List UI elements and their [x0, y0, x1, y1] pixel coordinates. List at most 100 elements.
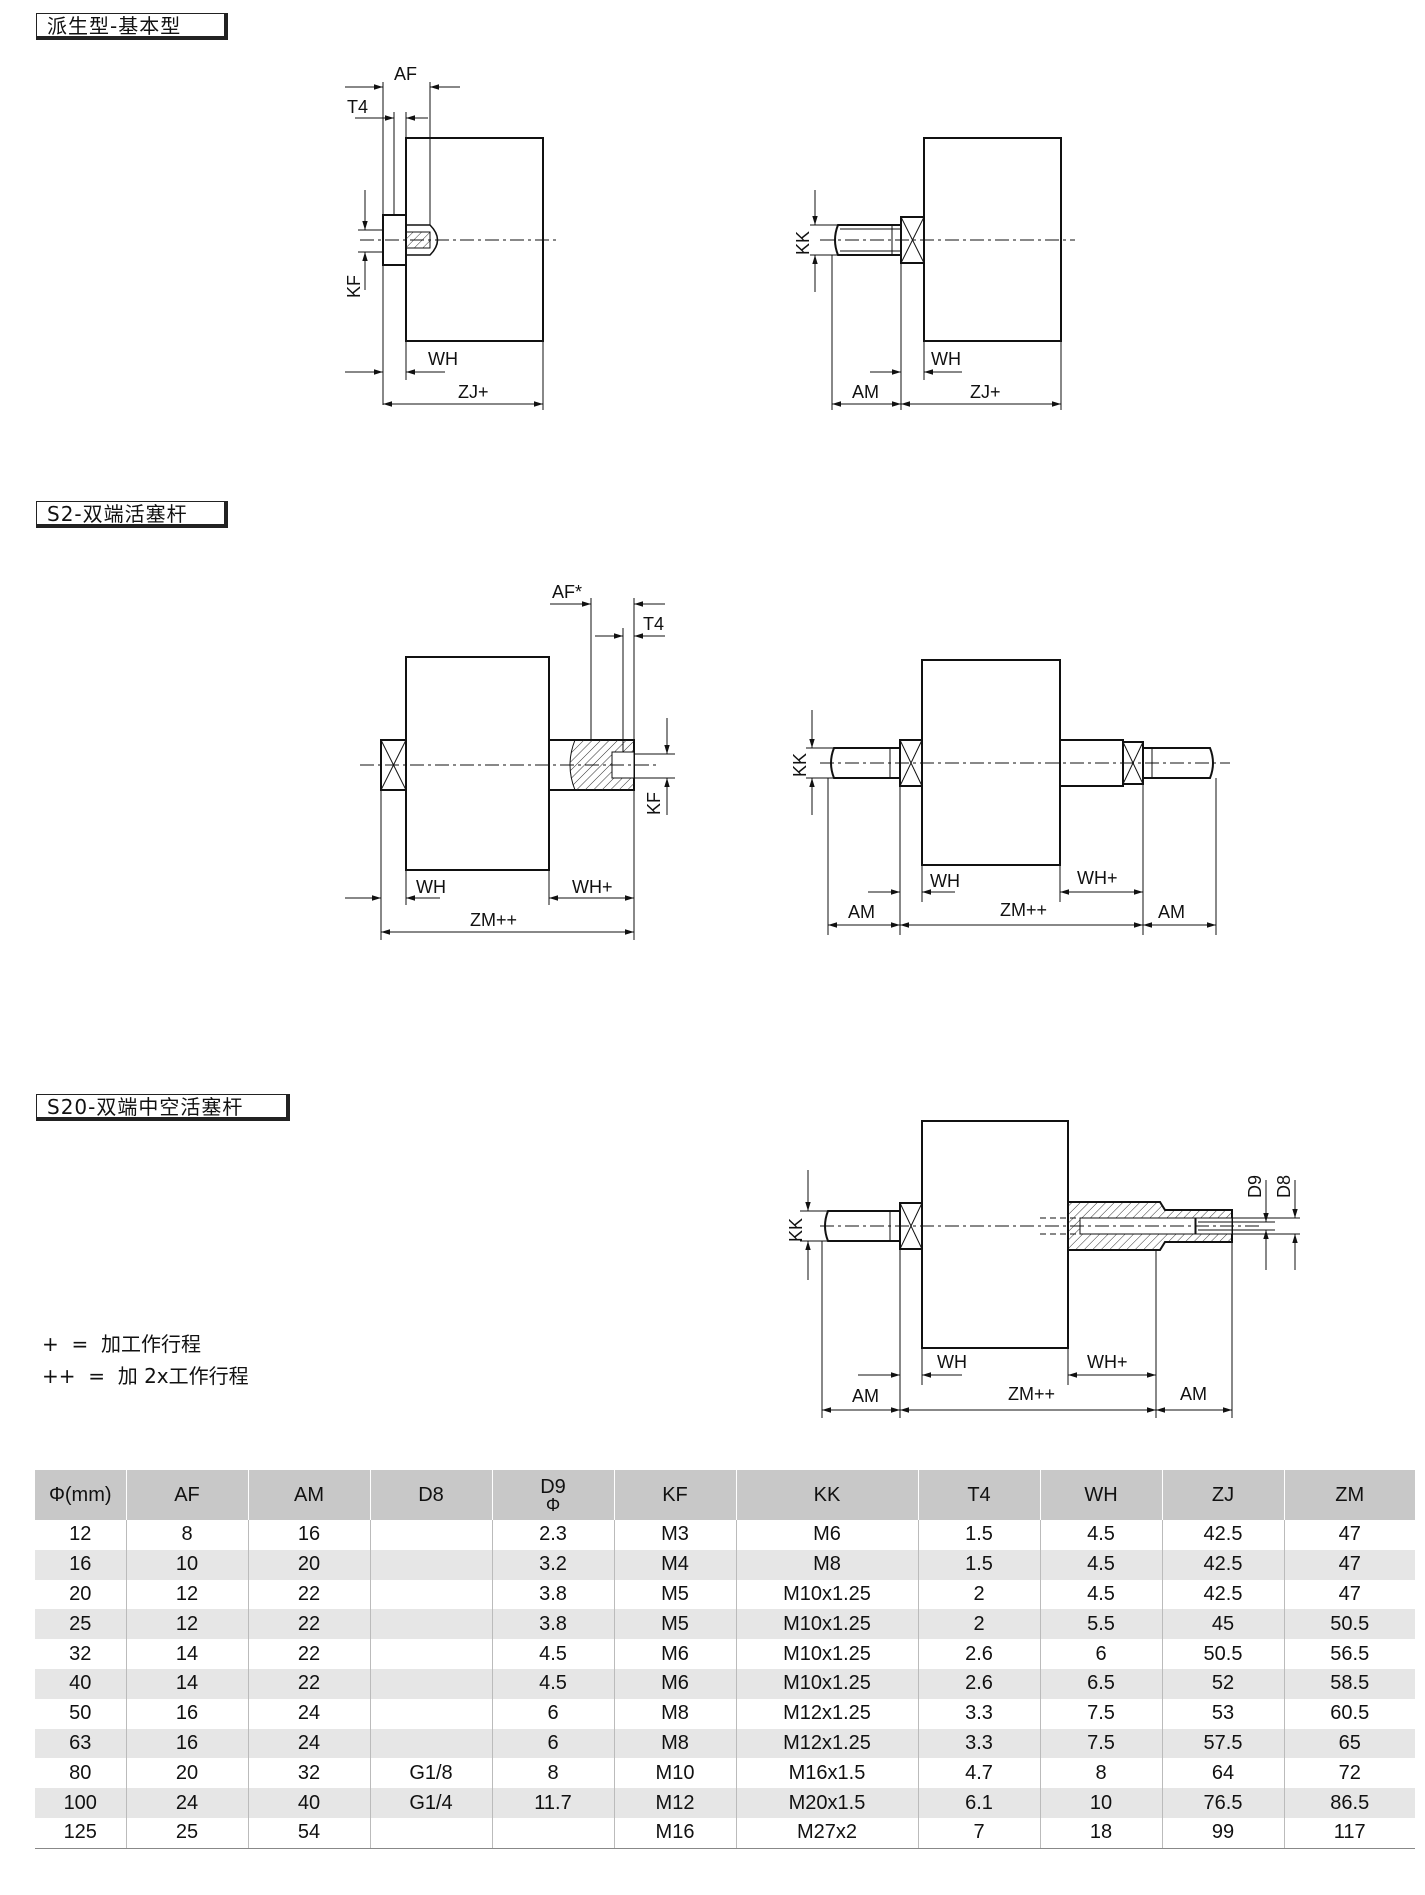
cell-d8 — [369, 1520, 492, 1550]
cell-am: 32 — [247, 1758, 370, 1789]
cell-zj: 42.5 — [1161, 1549, 1284, 1580]
cell-zj: 50.5 — [1161, 1639, 1284, 1669]
dim-zm-label-2: ZM++ — [1000, 900, 1047, 920]
cell-kk: M10x1.25 — [735, 1668, 918, 1699]
cell-bore: 50 — [69, 1702, 92, 1725]
dim-am-label-2: AM — [848, 902, 875, 922]
col-header-af: AF — [125, 1470, 248, 1520]
cell-zj: 45 — [1161, 1609, 1284, 1640]
dim-am-label: AM — [852, 382, 879, 402]
col-header-kk: KK — [735, 1470, 918, 1520]
cell-zm: 47 — [1283, 1520, 1415, 1550]
cell-d9: 4.5 — [491, 1639, 614, 1669]
cell-am: 24 — [247, 1698, 370, 1729]
col-header-zj: ZJ — [1161, 1470, 1284, 1520]
cell-d9: 6 — [491, 1728, 614, 1759]
legend-equals: = — [71, 1332, 89, 1356]
cell-am: 54 — [247, 1817, 370, 1849]
dim-d8-label: D8 — [1274, 1175, 1294, 1198]
cell-d9 — [491, 1817, 614, 1849]
cell-bore: 40 — [35, 1668, 126, 1699]
cell-d9: 4.5 — [491, 1668, 614, 1699]
cell-kf: M3 — [613, 1520, 736, 1550]
cell-zj: 99 — [1161, 1817, 1284, 1849]
dim-am-label-3: AM — [1158, 902, 1185, 922]
cell-kf: M8 — [613, 1698, 736, 1729]
cell-wh: 4.5 — [1039, 1579, 1162, 1610]
cell-d9: 8 — [491, 1758, 614, 1789]
col-header-bore: Φ(mm) — [35, 1470, 126, 1520]
section-label-basic: 派生型-基本型 — [36, 13, 228, 40]
cell-zm: 50.5 — [1283, 1609, 1415, 1640]
cell-wh: 6 — [1039, 1639, 1162, 1669]
dim-kk-label-3: KK — [786, 1218, 806, 1242]
cell-d9: 3.8 — [491, 1609, 614, 1640]
cell-wh: 6.5 — [1039, 1668, 1162, 1699]
cell-t4: 2.6 — [917, 1639, 1040, 1669]
cell-af: 14 — [125, 1639, 248, 1669]
cell-kk: M10x1.25 — [735, 1609, 918, 1640]
cell-kf: M8 — [613, 1728, 736, 1759]
cell-kk: M12x1.25 — [735, 1728, 918, 1759]
cell-d8 — [369, 1817, 492, 1849]
dim-wh-label: WH — [428, 349, 458, 369]
cell-wh: 18 — [1039, 1817, 1162, 1849]
dim-d9-label: D9 — [1245, 1175, 1265, 1198]
col-header-d9-sub: Φ — [545, 1495, 561, 1515]
cell-zm: 65 — [1283, 1728, 1415, 1759]
cell-d8: G1/4 — [369, 1788, 492, 1818]
cell-zj: 76.5 — [1161, 1788, 1284, 1818]
cell-kf: M6 — [613, 1639, 736, 1669]
cell-zm: 58.5 — [1283, 1668, 1415, 1699]
cell-t4: 2 — [917, 1609, 1040, 1640]
cell-kf: M16 — [613, 1817, 736, 1849]
cell-zm: 72 — [1283, 1758, 1415, 1789]
cell-am: 22 — [247, 1668, 370, 1699]
col-header-zm: ZM — [1283, 1470, 1415, 1520]
dim-am-label-4: AM — [852, 1386, 879, 1406]
cell-d9: 6 — [491, 1698, 614, 1729]
cell-bore: 25 — [35, 1609, 126, 1640]
cell-am: 20 — [247, 1549, 370, 1580]
dim-wh-label-4: WH — [930, 871, 960, 891]
cell-wh: 7.5 — [1039, 1698, 1162, 1729]
cell-af: 12 — [125, 1579, 248, 1610]
cell-d9: 2.3 — [491, 1520, 614, 1550]
cell-zj: 64 — [1161, 1758, 1284, 1789]
legend-text: 加 2x工作行程 — [117, 1364, 249, 1388]
cell-d8 — [369, 1549, 492, 1580]
cell-wh: 4.5 — [1039, 1549, 1162, 1580]
cell-kk: M27x2 — [735, 1817, 918, 1849]
cell-d8 — [369, 1668, 492, 1699]
cell-kk: M16x1.5 — [735, 1758, 918, 1789]
cell-af: 16 — [125, 1728, 248, 1759]
cell-bore: 80 — [69, 1761, 92, 1784]
cell-t4: 4.7 — [917, 1758, 1040, 1789]
dim-am-label-5: AM — [1180, 1384, 1207, 1404]
cell-zj: 42.5 — [1161, 1579, 1284, 1610]
col-header-t4: T4 — [917, 1470, 1040, 1520]
cell-d8 — [369, 1579, 492, 1610]
cell-wh: 7.5 — [1039, 1728, 1162, 1759]
legend-item-double-plus: ++ = 加 2x工作行程 — [42, 1360, 249, 1392]
cell-am: 22 — [247, 1609, 370, 1640]
cell-af: 12 — [125, 1609, 248, 1640]
cell-bore: 63 — [35, 1728, 126, 1759]
cell-am: 40 — [247, 1788, 370, 1818]
cell-bore: 125 — [35, 1817, 126, 1849]
cell-af: 10 — [125, 1549, 248, 1580]
cell-t4: 2.6 — [917, 1668, 1040, 1699]
cell-kf: M10 — [613, 1758, 736, 1789]
cell-d8 — [369, 1609, 492, 1640]
legend-text: 加工作行程 — [100, 1332, 201, 1356]
cell-kf: M5 — [613, 1609, 736, 1640]
cell-d8 — [369, 1639, 492, 1669]
cell-kf: M6 — [613, 1668, 736, 1699]
